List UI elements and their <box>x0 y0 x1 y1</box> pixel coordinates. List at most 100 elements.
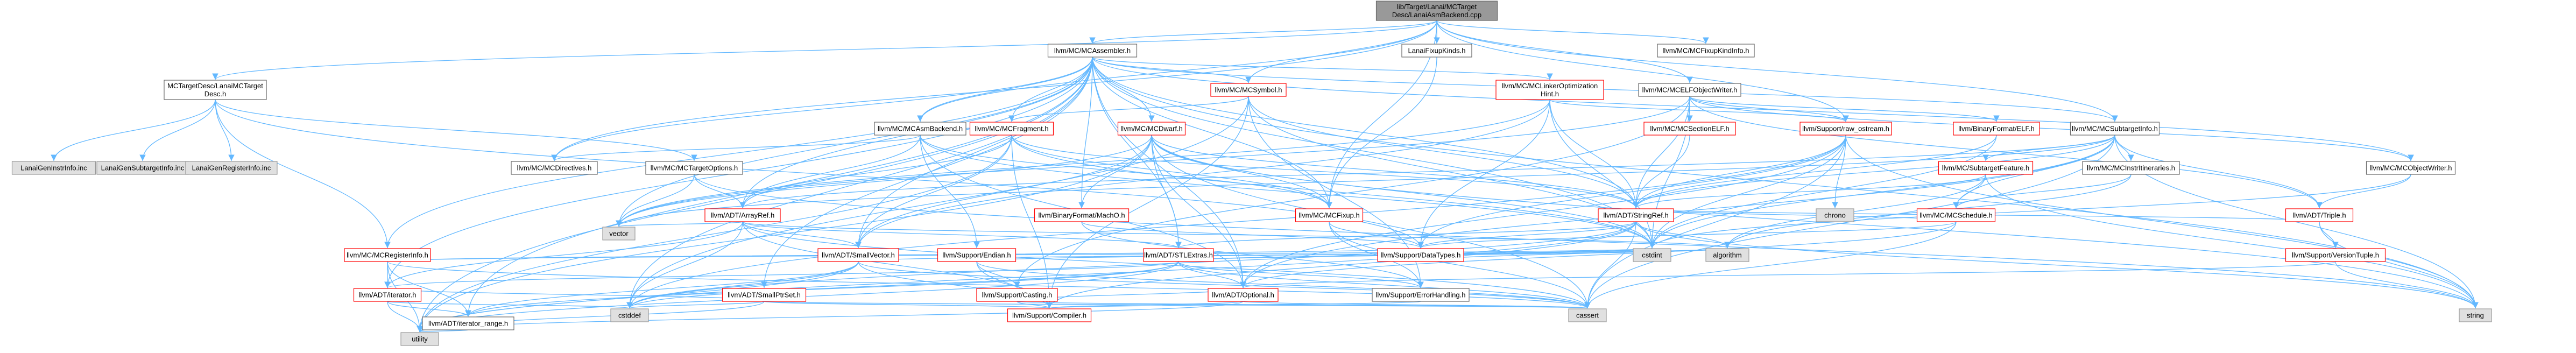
edge-mcdwarf-to-binarymacho <box>1078 135 1152 209</box>
edge-smallptrset-to-compiler <box>764 301 1052 309</box>
edge-arrayref-to-vector <box>616 220 743 227</box>
node-objectwriter[interactable]: llvm/MC/MCObjectWriter.h <box>2366 161 2456 175</box>
edge-arrayref-to-cassert <box>742 221 1591 309</box>
node-mcfragment[interactable]: llvm/MC/MCFragment.h <box>969 122 1054 136</box>
edge-subtargetfeature-to-algorithm <box>1724 174 1986 249</box>
node-targetoptions[interactable]: llvm/MC/MCTargetOptions.h <box>645 161 743 175</box>
node-sectionelf[interactable]: llvm/MC/MCSectionELF.h <box>1643 122 1736 136</box>
node-mcfixup[interactable]: llvm/MC/MCFixup.h <box>1295 208 1364 222</box>
node-registerinfo[interactable]: llvm/MC/MCRegisterInfo.h <box>344 248 431 262</box>
node-fixupkindinfo[interactable]: llvm/MC/MCFixupKindInfo.h <box>1657 44 1755 58</box>
node-assembler[interactable]: llvm/MC/MCAssembler.h <box>1047 44 1138 58</box>
node-directives[interactable]: llvm/MC/MCDirectives.h <box>511 161 598 175</box>
node-box <box>1007 308 1092 322</box>
node-elfwriter[interactable]: llvm/MC/MCELFObjectWriter.h <box>1638 83 1741 97</box>
edge-mcfixup-to-datatypes <box>1329 221 1424 249</box>
edge-stringref-to-string <box>1635 221 2479 309</box>
edge-root-to-directives <box>551 20 1437 161</box>
node-label: cstdint <box>1642 251 1662 259</box>
edge-subtargetfeature-to-stringref <box>1633 174 1986 209</box>
node-box <box>2070 122 2160 136</box>
node-stlextras[interactable]: llvm/ADT/STLExtras.h <box>1143 248 1214 262</box>
node-errorhandling[interactable]: llvm/Support/ErrorHandling.h <box>1372 288 1470 302</box>
node-root[interactable]: lib/Target/Lanai/MCTargetDesc/LanaiAsmBa… <box>1375 1 1498 21</box>
edge-assembler-to-binarymacho <box>1078 57 1093 209</box>
edge-assembler-to-objectwriter <box>1092 57 2414 161</box>
edge-root-to-subtargetinfo <box>1436 20 2118 122</box>
edge-versiontuple-to-string <box>2335 261 2479 309</box>
edge-mcdwarf-to-utility <box>417 135 1152 333</box>
edge-arrayref-to-algorithm <box>742 221 1730 249</box>
node-box <box>1643 122 1736 136</box>
edge-endian-to-cassert <box>976 261 1591 309</box>
node-mcschedule[interactable]: llvm/MC/MCSchedule.h <box>1916 208 1996 222</box>
edge-subtargetinfo-to-arrayref <box>739 135 2115 209</box>
node-asmbackend[interactable]: llvm/MC/MCAsmBackend.h <box>874 122 966 136</box>
node-endian[interactable]: llvm/Support/Endian.h <box>937 248 1017 262</box>
edge-elfwriter-to-stringref <box>1633 96 1690 209</box>
node-box <box>1705 248 1749 262</box>
node-label: llvm/MC/MCLinkerOptimization <box>1502 82 1598 90</box>
edge-mcsymbol-to-stringref <box>1248 96 1639 209</box>
node-label: llvm/Support/ErrorHandling.h <box>1376 291 1466 299</box>
node-iteratorrange[interactable]: llvm/ADT/iterator_range.h <box>422 316 514 330</box>
edge-mcdwarf-to-stlextras <box>1151 135 1182 249</box>
node-subtargetinfo[interactable]: llvm/MC/MCSubtargetInfo.h <box>2070 122 2160 136</box>
edge-instritineraries-to-mcschedule <box>1953 174 2132 209</box>
edge-elfwriter-to-objectwriter <box>1689 96 2414 161</box>
node-label: LanaiGenSubtargetInfo.inc <box>101 164 185 172</box>
node-lanaifixupkinds[interactable]: LanaiFixupKinds.h <box>1401 44 1472 58</box>
node-label: LanaiGenRegisterInfo.inc <box>192 164 271 172</box>
node-smallptrset[interactable]: llvm/ADT/SmallPtrSet.h <box>722 288 807 302</box>
node-label: llvm/MC/MCELFObjectWriter.h <box>1642 86 1738 94</box>
node-label: llvm/ADT/iterator_range.h <box>428 320 508 328</box>
node-subtargetfeature[interactable]: llvm/MC/SubtargetFeature.h <box>1938 161 2034 175</box>
node-stringref[interactable]: llvm/ADT/StringRef.h <box>1598 208 1674 222</box>
node-rawostream[interactable]: llvm/Support/raw_ostream.h <box>1799 122 1892 136</box>
node-binaryelf[interactable]: llvm/BinaryFormat/ELF.h <box>1953 122 2040 136</box>
node-label: llvm/ADT/STLExtras.h <box>1144 251 1213 259</box>
node-box <box>2285 248 2386 262</box>
node-smallvector[interactable]: llvm/ADT/SmallVector.h <box>817 248 899 262</box>
edge-rawostream-to-cstdint <box>1649 135 1846 249</box>
node-label: algorithm <box>1713 251 1741 259</box>
edge-subtargetinfo-to-instritineraries <box>2114 135 2134 161</box>
edge-root-to-asmbackend <box>917 20 1437 122</box>
node-label: llvm/MC/MCFragment.h <box>975 125 1048 133</box>
node-mcdwarf[interactable]: llvm/MC/MCDwarf.h <box>1117 122 1186 136</box>
node-compiler[interactable]: llvm/Support/Compiler.h <box>1007 308 1092 322</box>
node-instritineraries[interactable]: llvm/MC/MCInstrItineraries.h <box>2082 161 2180 175</box>
node-triple[interactable]: llvm/ADT/Triple.h <box>2285 208 2354 222</box>
node-datatypes[interactable]: llvm/Support/DataTypes.h <box>1377 248 1464 262</box>
node-optional[interactable]: llvm/ADT/Optional.h <box>1208 288 1279 302</box>
edge-errorhandling-to-compiler <box>1047 301 1421 309</box>
node-versiontuple[interactable]: llvm/Support/VersionTuple.h <box>2285 248 2386 262</box>
node-gensubtarget: LanaiGenSubtargetInfo.inc <box>96 161 189 175</box>
node-arrayref[interactable]: llvm/ADT/ArrayRef.h <box>704 208 781 222</box>
node-label: llvm/MC/MCSectionELF.h <box>1650 125 1729 133</box>
edge-targetdesc-to-datatypes <box>215 99 1424 249</box>
node-label: llvm/ADT/ArrayRef.h <box>711 211 774 220</box>
node-casting[interactable]: llvm/Support/Casting.h <box>976 288 1058 302</box>
edge-subtargetinfo-to-stringref <box>1633 135 2115 209</box>
edge-smallvector-to-cstddef <box>626 261 859 309</box>
node-label: Desc.h <box>204 90 226 98</box>
node-mcsymbol[interactable]: llvm/MC/MCSymbol.h <box>1210 83 1287 97</box>
node-box <box>2082 161 2180 175</box>
node-box <box>976 288 1058 302</box>
edge-rawostream-to-cassert <box>1584 135 1846 309</box>
node-binarymacho[interactable]: llvm/BinaryFormat/MachO.h <box>1034 208 1130 222</box>
edge-stlextras-to-cstddef <box>626 261 1179 309</box>
node-label: llvm/MC/MCInstrItineraries.h <box>2087 164 2175 172</box>
edge-rawostream-to-stringref <box>1633 135 1846 209</box>
edge-versiontuple-to-optional <box>1240 261 2336 288</box>
edge-mcsymbol-to-compiler <box>1046 96 1249 309</box>
edge-mcdwarf-to-mcfixup <box>1151 135 1332 209</box>
edge-arrayref-to-iterator <box>384 221 743 288</box>
edge-assembler-to-stringref <box>1092 57 1639 209</box>
edge-asmbackend-to-arrayref <box>739 135 921 209</box>
edge-triple-to-string <box>2319 221 2479 309</box>
node-iterator[interactable]: llvm/ADT/iterator.h <box>353 288 422 302</box>
